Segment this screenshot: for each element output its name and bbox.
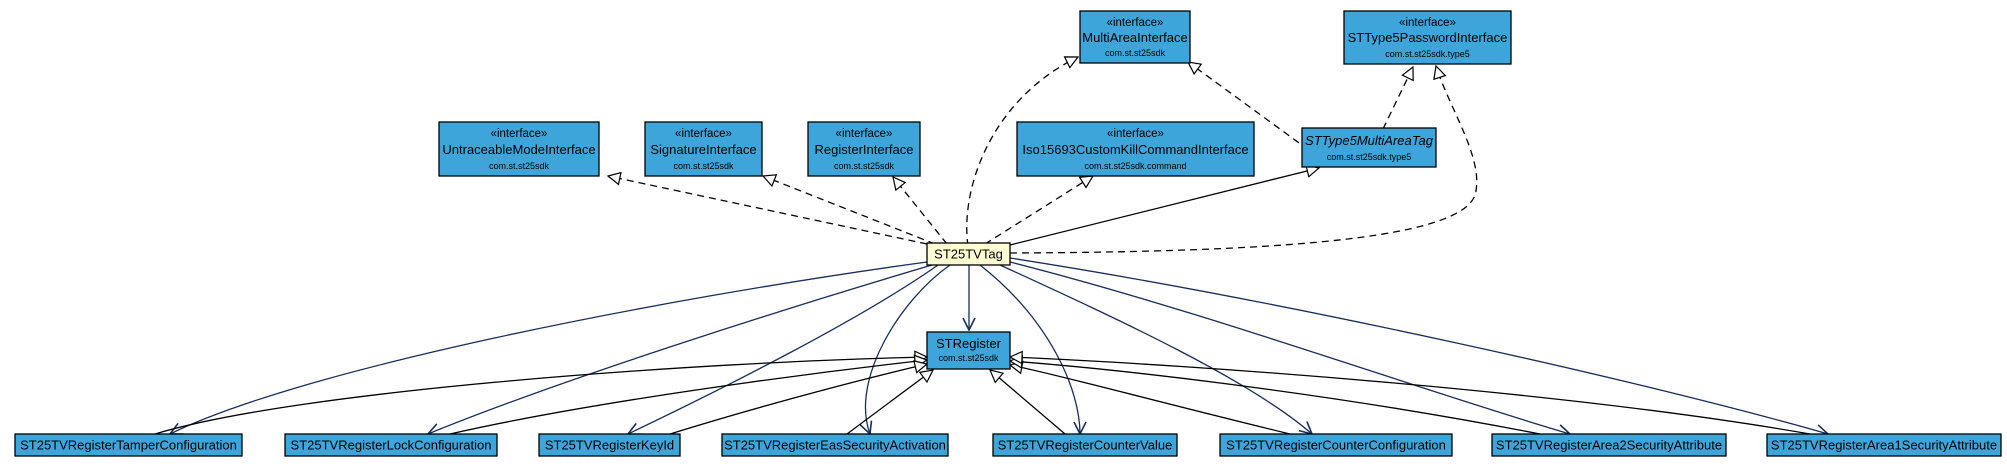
realization-edge-multiareainterface [966, 57, 1078, 247]
generalization-edge-keyid-stregister [669, 364, 927, 435]
stereotype-label: «interface» [1399, 17, 1456, 29]
package-label: com.st.st25sdk [489, 161, 550, 171]
class-stregister[interactable]: STRegister com.st.st25sdk [926, 331, 1011, 370]
class-box [644, 121, 763, 177]
class-st25tvregisterarea1securityattribute[interactable]: ST25TVRegisterArea1SecurityAttribute [1766, 433, 2002, 457]
nodes: «interface» MultiAreaInterface com.st.st… [14, 10, 2002, 457]
class-box [1079, 10, 1191, 64]
package-label: com.st.st25sdk [834, 161, 895, 171]
class-name: ST25TVRegisterArea2SecurityAttribute [1496, 438, 1722, 453]
class-box [807, 121, 921, 177]
class-name: SignatureInterface [650, 142, 756, 157]
class-st25tvregistercountervalue[interactable]: ST25TVRegisterCounterValue [992, 433, 1178, 457]
association-edge-keyid [628, 264, 939, 434]
class-name: ST25TVRegisterCounterConfiguration [1226, 438, 1446, 453]
generalization-edge-countervalue-stregister [990, 370, 1066, 435]
class-box [1491, 433, 1727, 457]
class-iso15693customkillcommandinterface[interactable]: «interface» Iso15693CustomKillCommandInt… [1016, 121, 1255, 177]
stereotype-label: «interface» [491, 128, 548, 140]
class-box [284, 433, 498, 457]
realization-edge-signatureinterface [763, 176, 936, 245]
class-st25tvregistereassecurityactivation[interactable]: ST25TVRegisterEasSecurityActivation [721, 433, 949, 457]
association-edge-counterconfiguration [999, 264, 1312, 434]
class-box [1219, 433, 1453, 457]
realization-edge-untraceablemodeinterface [608, 176, 928, 245]
generalization-edge-eas-stregister [846, 370, 933, 435]
generalization-edge-area1-stregister [1010, 357, 1811, 435]
package-label: com.st.st25sdk.type5 [1327, 152, 1412, 162]
stereotype-label: «interface» [836, 128, 893, 140]
class-name: STType5MultiAreaTag [1305, 133, 1434, 148]
association-edge-lockconfiguration [428, 264, 933, 434]
edges [154, 57, 1828, 435]
stereotype-label: «interface» [675, 128, 732, 140]
class-box [14, 433, 243, 457]
realization-edge-sttype5passwordinterface [1009, 66, 1478, 254]
generalization-edge-tamper-stregister [154, 357, 927, 435]
class-box [538, 433, 681, 457]
class-name: STRegister [936, 336, 1002, 351]
package-label: com.st.st25sdk [938, 353, 999, 363]
class-name: Iso15693CustomKillCommandInterface [1022, 142, 1248, 157]
class-box [438, 121, 600, 177]
class-untraceablemodeinterface[interactable]: «interface» UntraceableModeInterface com… [438, 121, 600, 177]
class-name: ST25TVRegisterArea1SecurityAttribute [1771, 438, 1997, 453]
stereotype-label: «interface» [1107, 128, 1164, 140]
association-edge-area2securityattribute [1009, 261, 1570, 434]
class-registerinterface[interactable]: «interface» RegisterInterface com.st.st2… [807, 121, 921, 177]
class-signatureinterface[interactable]: «interface» SignatureInterface com.st.st… [644, 121, 763, 177]
class-st25tvtag[interactable]: ST25TVTag [926, 242, 1011, 266]
class-st25tvregisterarea2securityattribute[interactable]: ST25TVRegisterArea2SecurityAttribute [1491, 433, 1727, 457]
class-name: ST25TVRegisterLockConfiguration [291, 438, 492, 453]
class-box [721, 433, 949, 457]
class-st25tvregisterlockconfiguration[interactable]: ST25TVRegisterLockConfiguration [284, 433, 498, 457]
class-st25tvregisterkeyid[interactable]: ST25TVRegisterKeyId [538, 433, 681, 457]
package-label: com.st.st25sdk.type5 [1385, 49, 1470, 59]
class-name: ST25TVRegisterEasSecurityActivation [724, 438, 946, 453]
package-label: com.st.st25sdk [673, 161, 734, 171]
generalization-edge-sttype5multiareatag [1009, 168, 1319, 246]
association-edge-area1securityattribute [1009, 257, 1828, 434]
generalization-edge-lock-stregister [449, 360, 927, 435]
class-name: ST25TVTag [934, 247, 1003, 262]
class-sttype5passwordinterface[interactable]: «interface» STType5PasswordInterface com… [1343, 10, 1512, 65]
class-st25tvregistercounterconfiguration[interactable]: ST25TVRegisterCounterConfiguration [1219, 433, 1453, 457]
class-name: MultiAreaInterface [1082, 30, 1188, 45]
stereotype-label: «interface» [1107, 17, 1164, 29]
association-edge-countervalue [979, 264, 1080, 434]
class-st25tvregistertamperconfiguration[interactable]: ST25TVRegisterTamperConfiguration [14, 433, 243, 457]
realization-edge-iso15693customkillcommandinterface [984, 176, 1093, 245]
package-label: com.st.st25sdk.command [1084, 161, 1186, 171]
class-name: ST25TVRegisterCounterValue [998, 438, 1173, 453]
realization-edge-registerinterface [893, 177, 948, 245]
class-box [1343, 10, 1512, 65]
class-name: ST25TVRegisterTamperConfiguration [20, 438, 237, 453]
class-name: STType5PasswordInterface [1348, 30, 1508, 45]
association-edge-eassecurityactivation [865, 264, 951, 434]
generalization-edge-area2-stregister [1010, 361, 1541, 435]
class-multiareainterface[interactable]: «interface» MultiAreaInterface com.st.st… [1079, 10, 1191, 64]
class-name: RegisterInterface [815, 142, 914, 157]
class-name: UntraceableModeInterface [442, 142, 595, 157]
association-edge-tamperconfiguration [170, 261, 928, 434]
realization-edge-multiareatag-passwordinterface [1382, 67, 1413, 130]
class-box [1301, 127, 1437, 168]
class-box [926, 331, 1011, 370]
class-box [1766, 433, 2002, 457]
class-sttype5multiareatag[interactable]: STType5MultiAreaTag com.st.st25sdk.type5 [1301, 127, 1437, 168]
class-box [1016, 121, 1255, 177]
class-name: ST25TVRegisterKeyId [545, 438, 674, 453]
generalization-edge-counterconfig-stregister [1010, 365, 1291, 435]
class-box [992, 433, 1178, 457]
package-label: com.st.st25sdk [1105, 48, 1166, 58]
class-box [926, 242, 1011, 266]
